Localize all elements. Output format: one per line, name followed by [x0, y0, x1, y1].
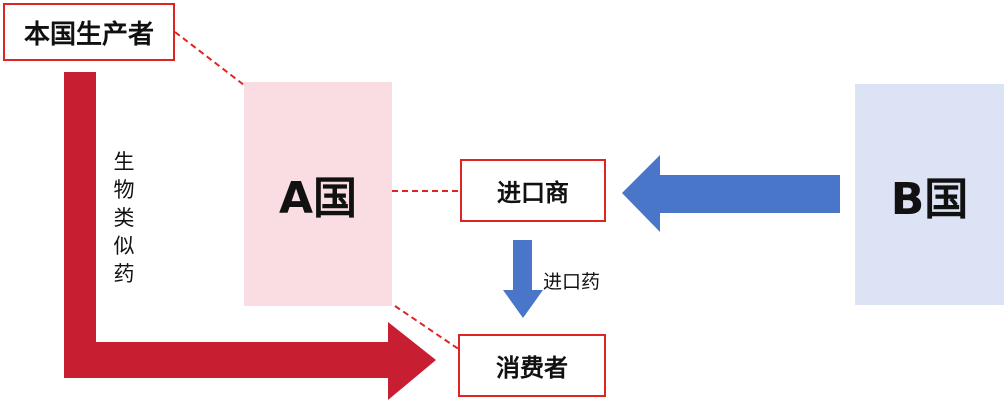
importer-box: 进口商	[460, 159, 606, 222]
import-flow-arrow	[622, 155, 840, 232]
import-drug-label: 进口药	[543, 271, 601, 293]
biosimilar-flow-arrow	[64, 72, 436, 400]
country-a-block: A国	[244, 82, 392, 306]
country-a-consumer-connector	[394, 305, 461, 351]
import-drug-down-arrow	[503, 240, 543, 318]
biosimilar-label: 生物类似药	[113, 150, 135, 286]
importer-label: 进口商	[497, 179, 569, 207]
consumer-box: 消费者	[458, 334, 606, 397]
consumer-label: 消费者	[496, 354, 568, 382]
producer-country-a-connector	[174, 31, 245, 86]
country-b-label: B国	[890, 173, 969, 225]
domestic-producer-box: 本国生产者	[3, 3, 175, 61]
domestic-producer-label: 本国生产者	[23, 19, 154, 50]
country-a-label: A国	[278, 173, 358, 224]
country-b-block: B国	[855, 84, 1004, 305]
